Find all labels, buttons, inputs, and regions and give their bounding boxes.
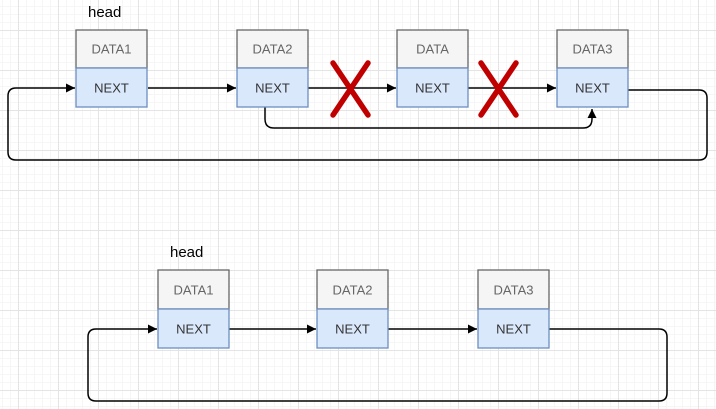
top-node-data-next-label: NEXT bbox=[415, 81, 450, 96]
bottom-node-data1-next-label: NEXT bbox=[176, 322, 211, 337]
top-node-data-deleted: DATA NEXT bbox=[396, 29, 469, 108]
top-linked-list: head DATA1 NEXT DATA2 bbox=[7, 4, 708, 161]
bottom-node-data3-label: DATA3 bbox=[494, 283, 534, 298]
bottom-node-data3-next-label: NEXT bbox=[496, 322, 531, 337]
bottom-node-data1-next-cell bbox=[157, 308, 230, 349]
top-node-data1-next-label: NEXT bbox=[94, 81, 129, 96]
top-node-data1-label: DATA1 bbox=[92, 42, 132, 57]
head-label-top: head bbox=[88, 4, 121, 21]
bottom-node-data3: DATA3 NEXT bbox=[477, 269, 550, 349]
top-node-data1-header-cell bbox=[75, 29, 148, 69]
top-node-data-header-cell bbox=[396, 29, 469, 69]
bottom-node-data3-next-cell bbox=[477, 308, 550, 349]
head-label-bottom: head bbox=[170, 244, 203, 261]
top-node-data-label: DATA bbox=[416, 42, 449, 57]
top-node-data2-next-cell bbox=[236, 67, 309, 108]
bottom-node-data1: DATA1 NEXT bbox=[157, 269, 230, 349]
top-node-data3-label: DATA3 bbox=[573, 42, 613, 57]
top-node-data2-next-label: NEXT bbox=[255, 81, 290, 96]
top-node-data1: DATA1 NEXT bbox=[75, 29, 148, 108]
bottom-node-data2-header-cell bbox=[316, 269, 389, 310]
top-node-data2: DATA2 NEXT bbox=[236, 29, 309, 108]
bypass-arrow-data2-to-data3 bbox=[264, 107, 597, 129]
bottom-node-data3-header-cell bbox=[477, 269, 550, 310]
top-node-data3: DATA3 NEXT bbox=[556, 29, 629, 108]
delete-x-icon-left bbox=[330, 60, 371, 118]
bottom-node-data1-label: DATA1 bbox=[174, 283, 214, 298]
top-node-data1-next-cell bbox=[75, 67, 148, 108]
top-node-data2-label: DATA2 bbox=[253, 42, 293, 57]
top-node-data3-next-label: NEXT bbox=[575, 81, 610, 96]
circular-loop-arrow-bottom bbox=[87, 324, 668, 402]
bottom-node-data2-label: DATA2 bbox=[333, 283, 373, 298]
delete-x-icon-right bbox=[478, 60, 519, 118]
top-node-data3-next-cell bbox=[556, 67, 629, 108]
top-node-data2-header-cell bbox=[236, 29, 309, 69]
bottom-node-data2-next-cell bbox=[316, 308, 389, 349]
bottom-linked-list: head DATA1 NEXT DATA2 NEXT bbox=[87, 244, 668, 402]
bottom-node-data2: DATA2 NEXT bbox=[316, 269, 389, 349]
circular-loop-arrow-top bbox=[7, 83, 708, 161]
top-node-data-next-cell bbox=[396, 67, 469, 108]
top-node-data3-header-cell bbox=[556, 29, 629, 69]
bottom-node-data2-next-label: NEXT bbox=[335, 322, 370, 337]
